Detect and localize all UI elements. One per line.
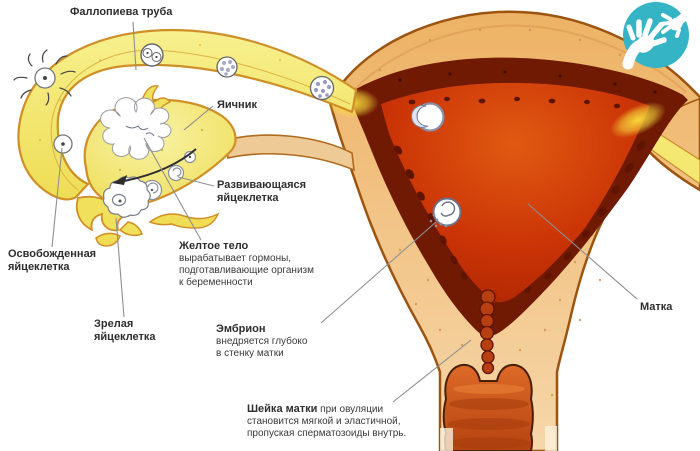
- leader-uterus: [527, 203, 638, 300]
- right-cornu-glow: [610, 102, 666, 138]
- morula-late: [309, 75, 335, 101]
- label-line: вырабатывает гормоны,: [179, 252, 292, 264]
- label-line: внедряется глубоко: [216, 335, 308, 347]
- label-line: становится мягкой и эластичной,: [247, 415, 401, 427]
- label-corpus-luteum: Желтое тело вырабатывает гормоны, подгот…: [179, 240, 314, 288]
- follicle-development-arrow: [112, 148, 197, 185]
- label-released-egg: Освобожденная яйцеклетка: [8, 248, 96, 274]
- label-line: яйцеклетка: [94, 330, 156, 343]
- leader-released-egg: [51, 147, 63, 248]
- label-line: в стенку матки: [216, 347, 284, 359]
- label-line: яйцеклетка: [217, 191, 279, 204]
- leader-lines: [51, 21, 638, 403]
- fallopian-tube: [17, 28, 358, 237]
- fertilized-egg: [13, 49, 76, 106]
- label-developing-egg: Развивающаяся яйцеклетка: [217, 179, 306, 205]
- implanting-embryo: [429, 197, 462, 228]
- two-cell-egg: [140, 43, 164, 67]
- leader-corpus-luteum: [143, 137, 202, 241]
- morula: [216, 56, 238, 78]
- hands-logo: [622, 2, 695, 70]
- leader-cervix: [392, 339, 472, 403]
- label-title-rest: при овуляции: [320, 404, 384, 415]
- label-line: пропуская сперматозоиды внутрь.: [247, 427, 407, 439]
- adult-hand-icon: [622, 18, 667, 70]
- label-line: к беременности: [179, 276, 253, 288]
- corpus-luteum: [100, 97, 172, 160]
- label-mature-egg: Зрелая яйцеклетка: [94, 318, 156, 344]
- ovarian-ligament: [225, 134, 355, 172]
- released-egg-cell: [53, 134, 73, 154]
- label-line: Освобожденная: [8, 248, 97, 260]
- leader-developing-egg: [177, 176, 215, 187]
- baby-hand-icon: [659, 9, 695, 38]
- label-line: Развивающаяся: [217, 179, 307, 191]
- label-line: яйцеклетка: [8, 260, 70, 273]
- label-title: Эмбрион: [216, 323, 266, 335]
- cervical-canal: [479, 289, 497, 375]
- label-ovary: Яичник: [217, 99, 257, 111]
- label-title: Желтое тело: [179, 240, 249, 252]
- label-line: Зрелая: [94, 318, 134, 330]
- leader-fallopian-tube: [132, 21, 137, 71]
- label-title: Шейка матки: [247, 403, 318, 415]
- leader-embryo: [320, 221, 437, 324]
- tube-folds: [95, 212, 220, 247]
- ovary: [83, 85, 237, 218]
- label-line: подготавливающие организм: [179, 264, 314, 276]
- label-fallopian-tube: Фаллопиева труба: [70, 6, 173, 18]
- egg-stages: [13, 43, 335, 154]
- blastocyst: [411, 102, 445, 132]
- vagina: [440, 363, 557, 451]
- label-uterus: Матка: [640, 301, 673, 313]
- leader-ovary: [183, 105, 214, 131]
- leader-mature-egg: [115, 217, 125, 318]
- label-line: Шейка матки при овуляции: [247, 403, 406, 416]
- label-cervix: Шейка матки при овуляции становится мягк…: [247, 403, 406, 440]
- label-embryo: Эмбрион внедряется глубоко в стенку матк…: [216, 323, 307, 360]
